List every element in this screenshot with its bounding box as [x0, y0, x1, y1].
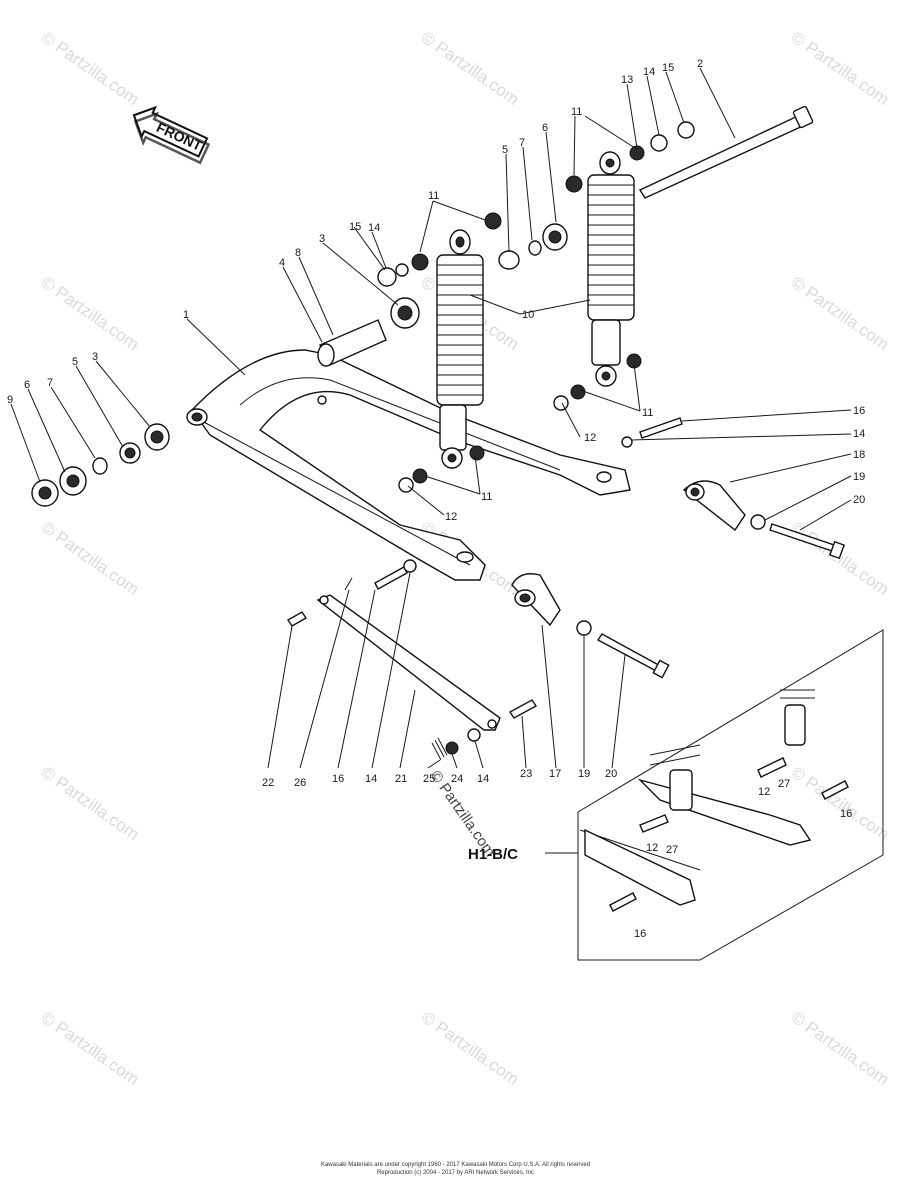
- callout-7: 7: [519, 137, 525, 149]
- callout-13: 13: [621, 74, 633, 86]
- watermark: © Partzilla.com: [418, 1008, 523, 1089]
- callout-11: 11: [642, 407, 653, 419]
- variant-label: H1-B/C: [468, 846, 518, 863]
- callout-4: 4: [279, 257, 285, 269]
- callout-20: 20: [853, 494, 865, 506]
- callout-labels: 1 2 3 3 4 5 5 6 6 7 7 8 9 10 11 11 11 11…: [7, 58, 865, 789]
- callout-11: 11: [428, 190, 439, 202]
- callout-14: 14: [643, 66, 655, 78]
- callout-20: 20: [605, 768, 617, 780]
- callout-15: 15: [349, 221, 361, 233]
- callout-21: 21: [395, 773, 407, 785]
- watermark: © Partzilla.com: [788, 1008, 893, 1089]
- callout-14: 14: [365, 773, 377, 785]
- callout-6: 6: [542, 122, 548, 134]
- watermark: © Partzilla.com: [788, 28, 893, 109]
- callout-7: 7: [47, 377, 53, 389]
- callout-10: 10: [522, 309, 534, 321]
- inset-callout-27: 27: [666, 844, 678, 856]
- callout-5: 5: [502, 144, 508, 156]
- callout-14: 14: [853, 428, 865, 440]
- shock-absorber-right: [587, 151, 635, 387]
- inset-callout-12: 12: [758, 786, 770, 798]
- watermark: © Partzilla.com: [38, 28, 143, 109]
- small-fasteners: [287, 559, 538, 761]
- callout-26: 26: [294, 777, 306, 789]
- pivot-hardware-left: [31, 423, 170, 507]
- callout-15: 15: [662, 62, 674, 74]
- callout-22: 22: [262, 777, 274, 789]
- inset-callout-labels: 12 27 12 27 16 16: [634, 778, 852, 940]
- front-label: FRONT: [154, 119, 205, 154]
- callout-16: 16: [853, 405, 865, 417]
- chain-adjuster-17: [511, 573, 561, 627]
- callout-3: 3: [319, 233, 325, 245]
- callout-2: 2: [697, 58, 703, 70]
- callout-11: 11: [571, 106, 582, 118]
- leader-lines: [10, 67, 852, 769]
- callout-17: 17: [549, 768, 561, 780]
- callout-25: 25: [423, 773, 435, 785]
- copyright-line-2: Reproduction (c) 2004 - 2017 by ARI Netw…: [376, 1170, 535, 1176]
- torque-link: [316, 594, 501, 731]
- callout-5: 5: [72, 356, 78, 368]
- inset-callout-12: 12: [646, 842, 658, 854]
- callout-12: 12: [445, 511, 457, 523]
- watermark: © Partzilla.com: [38, 518, 143, 599]
- callout-3: 3: [92, 351, 98, 363]
- callout-24: 24: [451, 773, 463, 785]
- callout-14: 14: [368, 222, 380, 234]
- pivot-hardware-right: [317, 263, 420, 367]
- callout-9: 9: [7, 394, 13, 406]
- watermark: © Partzilla.com: [38, 273, 143, 354]
- copyright-line-1: Kawasaki Materials are under copyright 1…: [320, 1162, 591, 1168]
- callout-12: 12: [584, 432, 596, 444]
- inset-callout-16: 16: [634, 928, 646, 940]
- shock-absorber-left: [436, 229, 484, 469]
- callout-8: 8: [295, 247, 301, 259]
- callout-6: 6: [24, 379, 30, 391]
- watermark: © Partzilla.com: [418, 28, 523, 109]
- inset-callout-16: 16: [840, 808, 852, 820]
- callout-18: 18: [853, 449, 865, 461]
- watermark: © Partzilla.com: [38, 763, 143, 844]
- shock-hardware: [398, 121, 695, 493]
- watermark: © Partzilla.com: [38, 1008, 143, 1089]
- callout-16: 16: [332, 773, 344, 785]
- front-arrow: FRONT: [132, 105, 211, 165]
- callout-14: 14: [477, 773, 489, 785]
- callout-19: 19: [578, 768, 590, 780]
- callout-1: 1: [183, 309, 189, 321]
- chain-adjuster-18: [682, 480, 746, 532]
- swing-arm: [186, 349, 631, 581]
- adjuster-bolts: [576, 417, 845, 679]
- inset-callout-27: 27: [778, 778, 790, 790]
- callout-11: 11: [481, 491, 492, 503]
- callout-23: 23: [520, 768, 532, 780]
- long-bolt: [638, 105, 814, 199]
- callout-19: 19: [853, 471, 865, 483]
- watermark: © Partzilla.com: [788, 273, 893, 354]
- watermark: © Partzilla.com: [788, 518, 893, 599]
